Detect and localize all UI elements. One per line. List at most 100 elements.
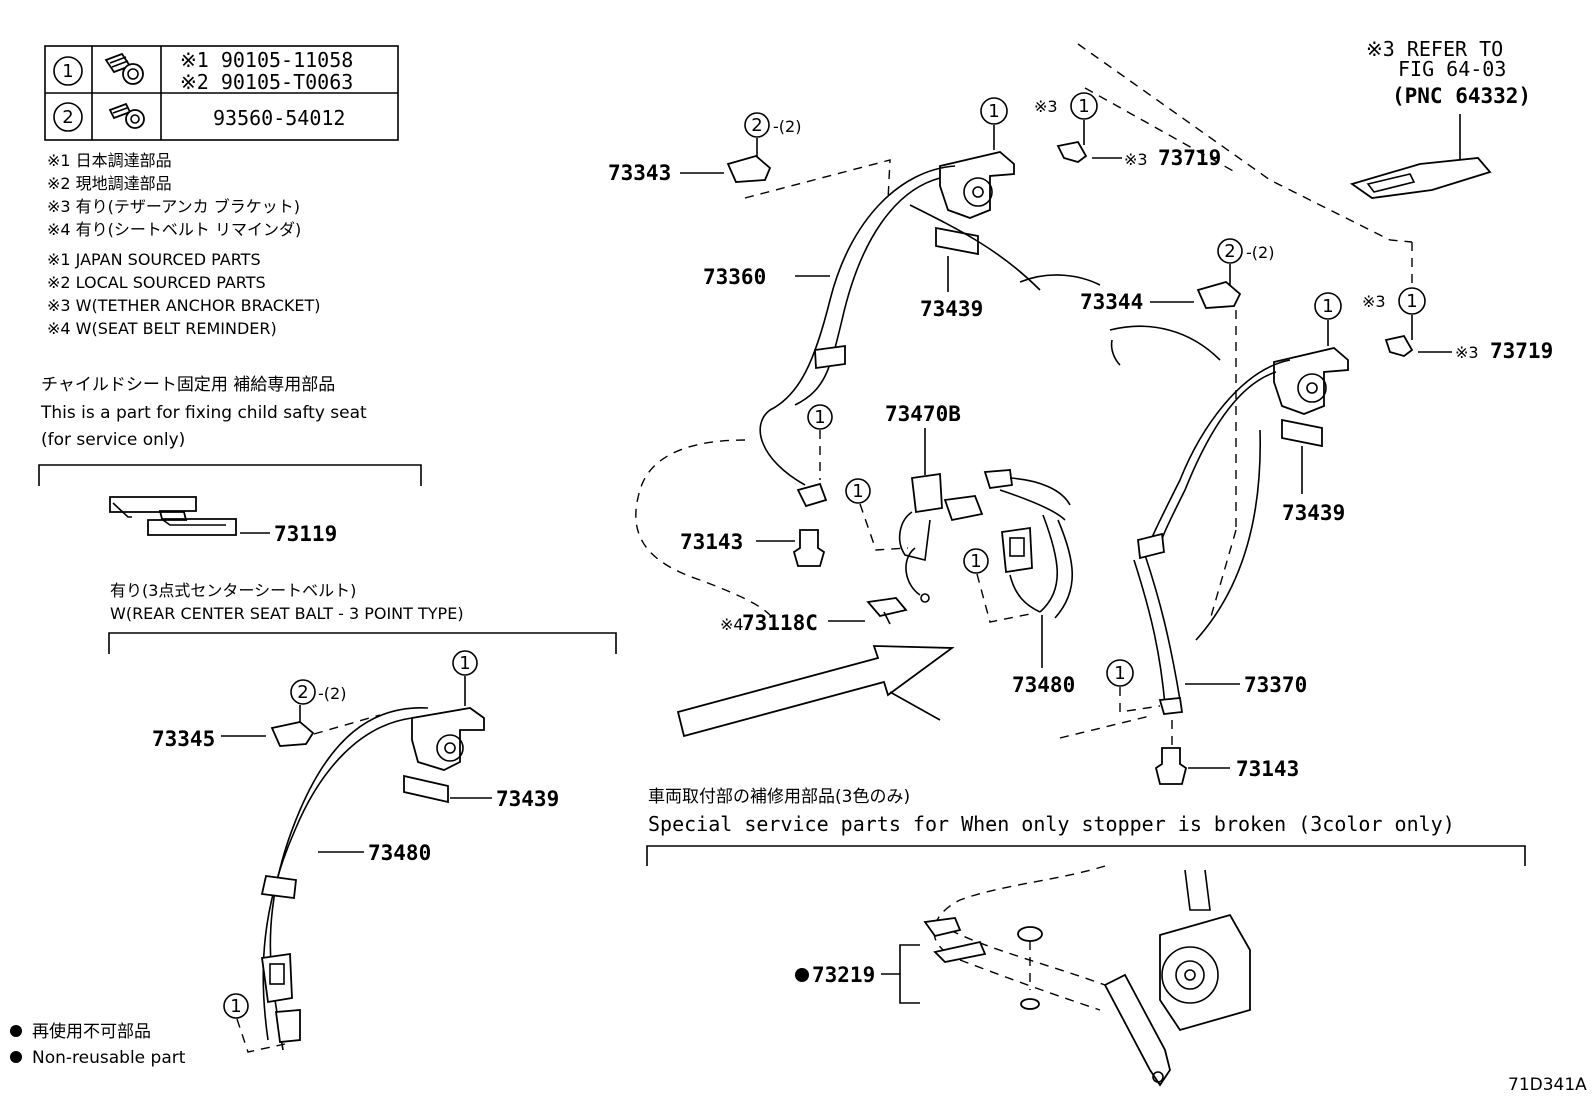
part-73219-label: 73219 [812, 963, 875, 987]
bolt-table: 1 2 ※1 90105-11058 ※2 90105-T0063 93560-… [44, 45, 399, 141]
part-73345-shape [270, 721, 315, 747]
note-en-1: ※1 JAPAN SOURCED PARTS [47, 250, 261, 269]
stopper-lower-plate [1103, 973, 1171, 1087]
note3-marker-right: ※3 [1362, 292, 1386, 311]
legend-en: Non-reusable part [32, 1048, 186, 1068]
child-seat-bracket-part [109, 496, 237, 536]
tether-anchor-group: 1 ※3 ※3 73719 ※3 REFER TO FIG 64-03 (PNC… [1034, 37, 1553, 363]
note3-marker-73719a: ※3 [1124, 150, 1148, 169]
part-73719-label-right: 73719 [1490, 339, 1553, 363]
part-73470b-label: 73470B [885, 402, 961, 426]
stopper-button-bottom [1020, 998, 1040, 1010]
left-retractor [939, 151, 1015, 219]
note3-marker-top: ※3 [1034, 97, 1058, 116]
buckle-73480 [1001, 526, 1033, 574]
callout-1-left-lower: 1 [814, 407, 825, 428]
center-belt-section: 有り(3点式センターシートベルト) W(REAR CENTER SEAT BAL… [108, 581, 617, 1053]
bolt-table-text-1b: ※2 90105-T0063 [180, 70, 353, 94]
part-73439-shape-center [403, 774, 449, 804]
part-73143-shape-right [1154, 747, 1188, 785]
part-73119-label: 73119 [274, 522, 337, 546]
child-seat-title-en: This is a part for fixing child safty se… [40, 403, 367, 423]
callout-2-main-qty: -(2) [773, 117, 801, 136]
child-seat-section: チャイルドシート固定用 補給専用部品 This is a part for fi… [38, 375, 422, 546]
notes: ※1 日本調達部品 ※2 現地調達部品 ※3 有り(テザーアンカ ブラケット) … [47, 151, 321, 338]
callout-1-right-lower: 1 [1114, 663, 1125, 684]
right-belt-assembly: 2 -(2) 73344 1 73439 73370 1 [1080, 238, 1349, 785]
callout-1-buckle-a: 1 [852, 481, 863, 502]
note-en-2: ※2 LOCAL SOURCED PARTS [47, 273, 266, 292]
right-retractor [1273, 347, 1349, 415]
part-73719-shape-top [1056, 140, 1088, 163]
callout-2-main: 2 [751, 115, 762, 136]
part-73143-label-right: 73143 [1236, 757, 1299, 781]
part-73370-label: 73370 [1244, 673, 1307, 697]
bolt-table-num-1: 1 [62, 61, 73, 82]
non-reusable-dot [795, 968, 809, 982]
part-73719-label-top: 73719 [1158, 146, 1221, 170]
part-73343-shape [726, 155, 772, 183]
bolt-table-text-2: 93560-54012 [213, 106, 345, 130]
left-belt-assembly: 2 -(2) 73343 1 73439 73360 1 [608, 97, 1101, 616]
part-73343-label: 73343 [608, 161, 671, 185]
stopper-section: 車両取付部の補修用部品(3色のみ) Special service parts … [646, 787, 1526, 1087]
refer-line1: ※3 REFER TO [1366, 37, 1503, 61]
callout-2-qty: -(2) [318, 684, 346, 703]
refer-line3: (PNC 64332) [1392, 84, 1531, 108]
note-en-4: ※4 W(SEAT BELT REMINDER) [47, 319, 277, 338]
note-en-3: ※3 W(TETHER ANCHOR BRACKET) [47, 296, 321, 315]
part-73480-label-main: 73480 [1012, 673, 1075, 697]
buckle-73470b [911, 472, 943, 514]
callout-2-circle [53, 102, 83, 132]
front-direction-arrow [676, 645, 955, 738]
note4-marker: ※4 [720, 615, 744, 634]
part-73719-shape-right [1384, 334, 1414, 357]
stopper-retractor [1159, 913, 1251, 1032]
center-belt-title-en: W(REAR CENTER SEAT BALT - 3 POINT TYPE) [110, 604, 464, 623]
callout-1-buckle-b: 1 [970, 551, 981, 572]
part-73439-label-right: 73439 [1282, 501, 1345, 525]
callout-1-center-buckle: 1 [230, 996, 241, 1017]
callout-1-left-top: 1 [988, 101, 999, 122]
tether-bracket-64332 [1349, 157, 1492, 199]
callout-1-right-top: 1 [1322, 296, 1333, 317]
part-73345-label: 73345 [152, 727, 215, 751]
part-73344-shape [1196, 281, 1242, 309]
callout-2-right-qty: -(2) [1246, 243, 1274, 262]
bolt-table-text-1a: ※1 90105-11058 [180, 48, 353, 72]
part-73143-label-left: 73143 [680, 530, 743, 554]
callout-1-circle [53, 56, 83, 86]
figure-id: 71D341A [1508, 1075, 1587, 1095]
center-buckles: 73470B 1 1 73480 ※4 73118C [720, 402, 1075, 697]
bolt-table-num-2: 2 [62, 107, 73, 128]
callout-2: 2 [297, 682, 308, 703]
stopper-title-jp: 車両取付部の補修用部品(3色のみ) [648, 787, 910, 807]
note-jp-1: ※1 日本調達部品 [47, 151, 172, 170]
part-73118c-shape [866, 597, 908, 617]
legend-jp: 再使用不可部品 [32, 1021, 151, 1042]
part-73360-label: 73360 [703, 265, 766, 289]
part-73439-label-left: 73439 [920, 297, 983, 321]
note-jp-2: ※2 現地調達部品 [47, 174, 172, 193]
callout-1-tether-top: 1 [1078, 96, 1089, 117]
part-73439-label-center: 73439 [496, 787, 559, 811]
part-73118c-label: 73118C [742, 611, 818, 635]
note3-marker-73719b: ※3 [1455, 343, 1479, 362]
center-buckle-tongue [260, 952, 293, 1004]
part-73344-label: 73344 [1080, 290, 1143, 314]
stopper-title-en: Special service parts for When only stop… [648, 812, 1455, 836]
legend: 再使用不可部品 Non-reusable part [10, 1021, 186, 1068]
callout-2-right: 2 [1224, 241, 1235, 262]
callout-1-tether-right: 1 [1406, 291, 1417, 312]
center-retractor [411, 707, 485, 771]
screw-icon [108, 102, 145, 129]
callout-1: 1 [459, 653, 470, 674]
note-jp-4: ※4 有り(シートベルト リマインダ) [47, 220, 301, 239]
part-73480-label-center: 73480 [368, 841, 431, 865]
center-belt-title-jp: 有り(3点式センターシートベルト) [110, 581, 356, 600]
bolt-icon [104, 52, 144, 85]
stopper-button-top [1017, 926, 1043, 942]
child-seat-title-jp: チャイルドシート固定用 補給専用部品 [41, 375, 335, 395]
child-seat-subtitle-en: (for service only) [41, 430, 185, 450]
